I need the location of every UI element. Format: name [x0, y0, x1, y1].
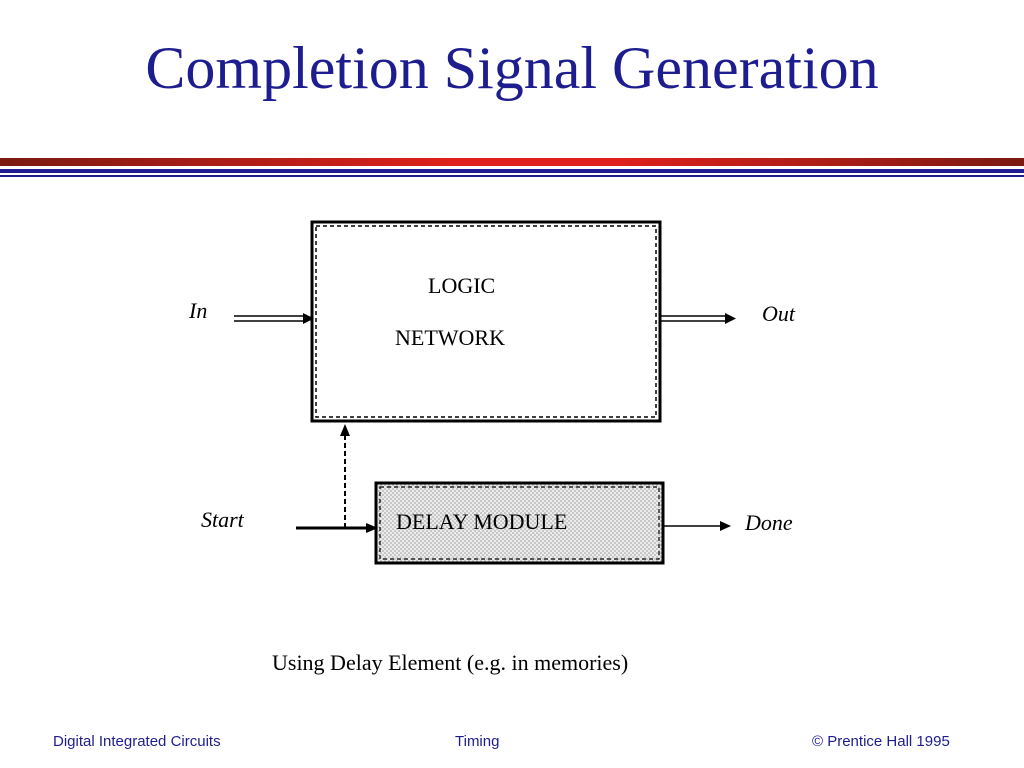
- start-arrow: [296, 523, 378, 533]
- slide-title: Completion Signal Generation: [145, 35, 879, 101]
- footer-topic: Timing: [455, 733, 500, 750]
- footer-course: Digital Integrated Circuits: [53, 733, 221, 750]
- start-label: Start: [201, 507, 244, 532]
- in-arrow: [234, 313, 314, 324]
- out-arrow: [660, 313, 736, 324]
- footer-copyright: © Prentice Hall 1995: [812, 733, 950, 750]
- logic-label: LOGIC: [428, 273, 496, 298]
- done-label: Done: [745, 510, 793, 535]
- out-label: Out: [762, 301, 795, 326]
- rule-blue-bar-1: [0, 169, 1024, 173]
- delay-module-box: [374, 481, 665, 565]
- enable-arrow: [340, 424, 350, 528]
- logic-network-box: [310, 220, 662, 423]
- rule-dark-red-bar: [0, 158, 1024, 166]
- title-rule: [0, 158, 1024, 180]
- delay-module-label: DELAY MODULE: [396, 509, 568, 534]
- rule-blue-bar-2: [0, 175, 1024, 177]
- network-label: NETWORK: [395, 325, 505, 350]
- done-arrow: [663, 521, 731, 531]
- in-label: In: [189, 298, 208, 323]
- diagram-caption: Using Delay Element (e.g. in memories): [272, 650, 629, 675]
